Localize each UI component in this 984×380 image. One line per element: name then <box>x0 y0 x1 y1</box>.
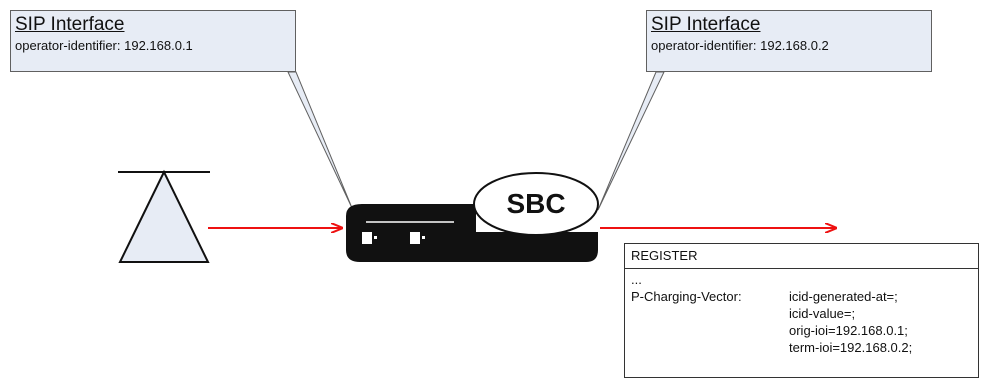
sbc-badge <box>473 172 599 236</box>
device-port-2 <box>410 232 420 244</box>
antenna-icon <box>118 169 210 263</box>
sip-interface-callout-right: SIP Interface operator-identifier: 192.1… <box>646 10 932 72</box>
callout-pointer-left <box>287 71 353 209</box>
header-param: orig-ioi=192.168.0.1; <box>789 323 908 338</box>
sip-method: REGISTER <box>625 244 978 269</box>
sbc-label: SBC <box>506 188 566 219</box>
callout-pointer-right <box>597 71 665 211</box>
header-param: term-ioi=192.168.0.2; <box>789 340 913 355</box>
header-row: P-Charging-Vector: icid-generated-at=; i… <box>631 288 972 356</box>
sbc-device <box>346 172 599 262</box>
header-param: icid-value=; <box>789 306 856 321</box>
operator-identifier-label: operator-identifier: 192.168.0.2 <box>651 38 829 53</box>
callout-title: SIP Interface <box>15 14 125 35</box>
operator-identifier-label: operator-identifier: 192.168.0.1 <box>15 38 193 53</box>
header-name: P-Charging-Vector: <box>631 289 742 304</box>
device-port-1 <box>362 232 372 244</box>
header-params: icid-generated-at=; icid-value=; orig-io… <box>789 288 912 356</box>
sip-interface-callout-left: SIP Interface operator-identifier: 192.1… <box>10 10 296 72</box>
sip-message-box: REGISTER ... P-Charging-Vector: icid-gen… <box>624 243 979 378</box>
header-param: icid-generated-at=; <box>789 289 898 304</box>
sip-message-body: ... P-Charging-Vector: icid-generated-at… <box>625 269 978 358</box>
message-ellipsis: ... <box>631 272 642 287</box>
callout-title: SIP Interface <box>651 14 761 35</box>
